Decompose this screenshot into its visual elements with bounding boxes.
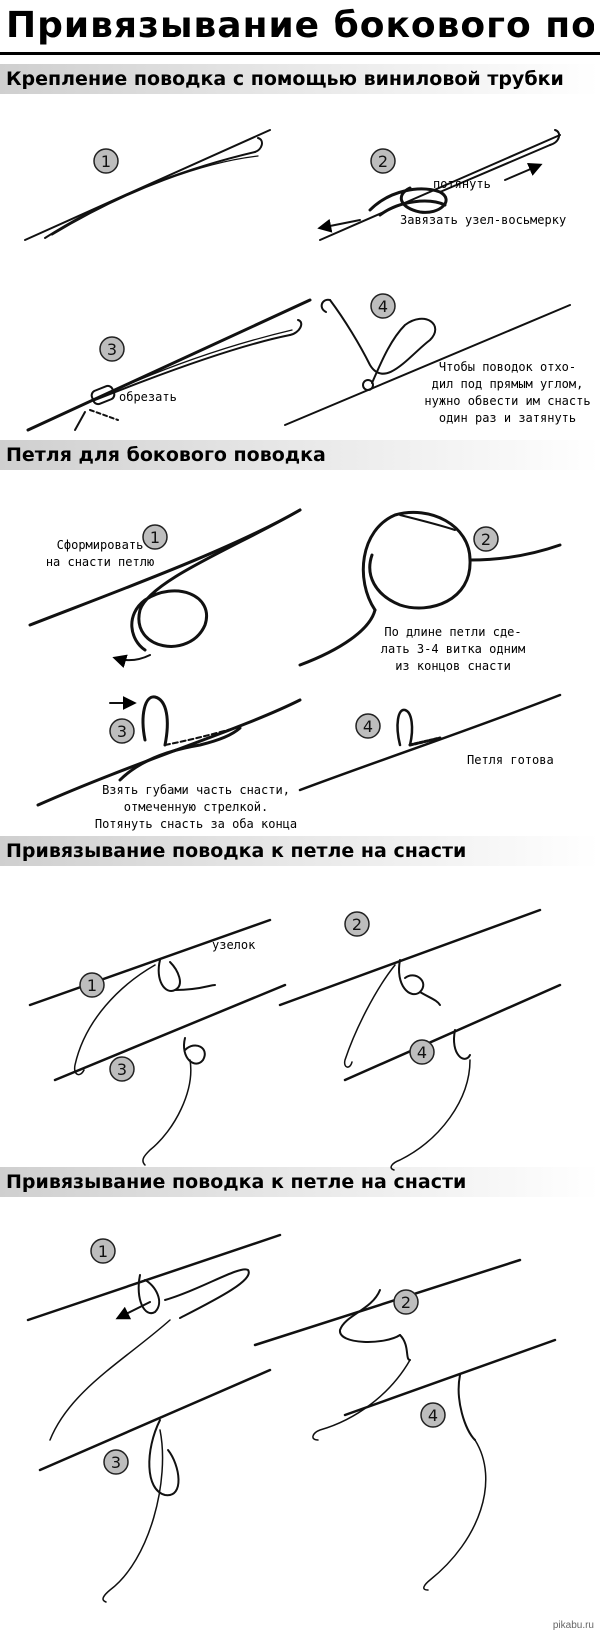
step-number-text: 2: [401, 1293, 411, 1312]
s3-steps-1-3-drawing: [28, 918, 287, 1166]
step-number-badge: 2: [473, 526, 499, 552]
step-badges: 1 2 3 4 1 2 3 4 1 3 2 4 1 2 3 4: [79, 148, 499, 1475]
s3-steps-2-4-drawing: [278, 908, 562, 1171]
step-number-text: 1: [101, 152, 111, 171]
step-number-text: 4: [428, 1406, 438, 1425]
step-number-badge: 2: [370, 148, 396, 174]
s4-steps-2-4-drawing: [253, 1258, 557, 1591]
s2-step3-drawing: [36, 695, 302, 807]
section-header-2: Петля для бокового поводка: [0, 440, 600, 470]
step-number-badge: 2: [344, 911, 370, 937]
caption-knot: узелок: [212, 938, 256, 952]
step-number-text: 4: [378, 297, 388, 316]
caption-figure-eight: Завязать узел-восьмерку: [400, 213, 567, 227]
title-divider: [0, 52, 600, 55]
step-number-text: 4: [363, 717, 373, 736]
section-header-4: Привязывание поводка к петле на снасти: [0, 1167, 600, 1197]
step-number-text: 1: [87, 976, 97, 995]
section-title-1: Крепление поводка с помощью виниловой тр…: [6, 68, 564, 90]
caption-right-angle: Чтобы поводок отхо- дил под прямым углом…: [424, 360, 591, 425]
step-number-text: 3: [107, 340, 117, 359]
step-number-badge: 4: [355, 713, 381, 739]
step-number-badge: 2: [393, 1289, 419, 1315]
step-number-text: 3: [117, 1060, 127, 1079]
step-number-badge: 3: [109, 1056, 135, 1082]
step-number-badge: 1: [79, 972, 105, 998]
s1-step3-drawing: [26, 298, 312, 432]
step-number-badge: 3: [99, 336, 125, 362]
section-header-3: Привязывание поводка к петле на снасти: [0, 836, 600, 866]
caption-loop-ready: Петля готова: [467, 753, 554, 767]
step-number-text: 3: [117, 722, 127, 741]
s2-step2-drawing: [298, 510, 562, 667]
step-number-text: 2: [352, 915, 362, 934]
step-number-badge: 1: [90, 1238, 116, 1264]
caption-form-loop: Сформировать на снасти петлю: [45, 538, 155, 569]
section-title-3: Привязывание поводка к петле на снасти: [6, 840, 467, 862]
section-title-4: Привязывание поводка к петле на снасти: [6, 1171, 467, 1193]
page-title: Привязывание бокового поводка: [6, 5, 594, 46]
step-number-text: 2: [481, 530, 491, 549]
section-header-1: Крепление поводка с помощью виниловой тр…: [0, 64, 600, 94]
s2-step1-drawing: [28, 508, 302, 668]
s1-step1-drawing: [24, 129, 271, 241]
step-number-text: 1: [150, 528, 160, 547]
step-number-badge: 1: [93, 148, 119, 174]
step-number-text: 1: [98, 1242, 108, 1261]
caption-cut: обрезать: [119, 390, 177, 404]
section-title-2: Петля для бокового поводка: [6, 444, 326, 466]
s1-step2-drawing: [317, 129, 561, 241]
s2-step4-drawing: [298, 693, 562, 792]
step-number-badge: 1: [142, 524, 168, 550]
step-number-text: 3: [111, 1453, 121, 1472]
step-number-badge: 4: [370, 293, 396, 319]
s1-step4-drawing: [284, 298, 571, 426]
step-number-badge: 3: [109, 718, 135, 744]
step-number-text: 2: [378, 152, 388, 171]
caption-pull: потянуть: [433, 177, 491, 191]
step-number-badge: 3: [103, 1449, 129, 1475]
watermark: pikabu.ru: [552, 1620, 594, 1631]
step-number-text: 4: [417, 1043, 427, 1062]
caption-grip: Взять губами часть снасти, отмеченную ст…: [94, 783, 298, 831]
caption-turns: По длине петли сде- лать 3-4 витка одним…: [380, 625, 526, 673]
step-number-badge: 4: [409, 1039, 435, 1065]
s4-steps-1-3-drawing: [26, 1233, 282, 1603]
step-number-badge: 4: [420, 1402, 446, 1428]
